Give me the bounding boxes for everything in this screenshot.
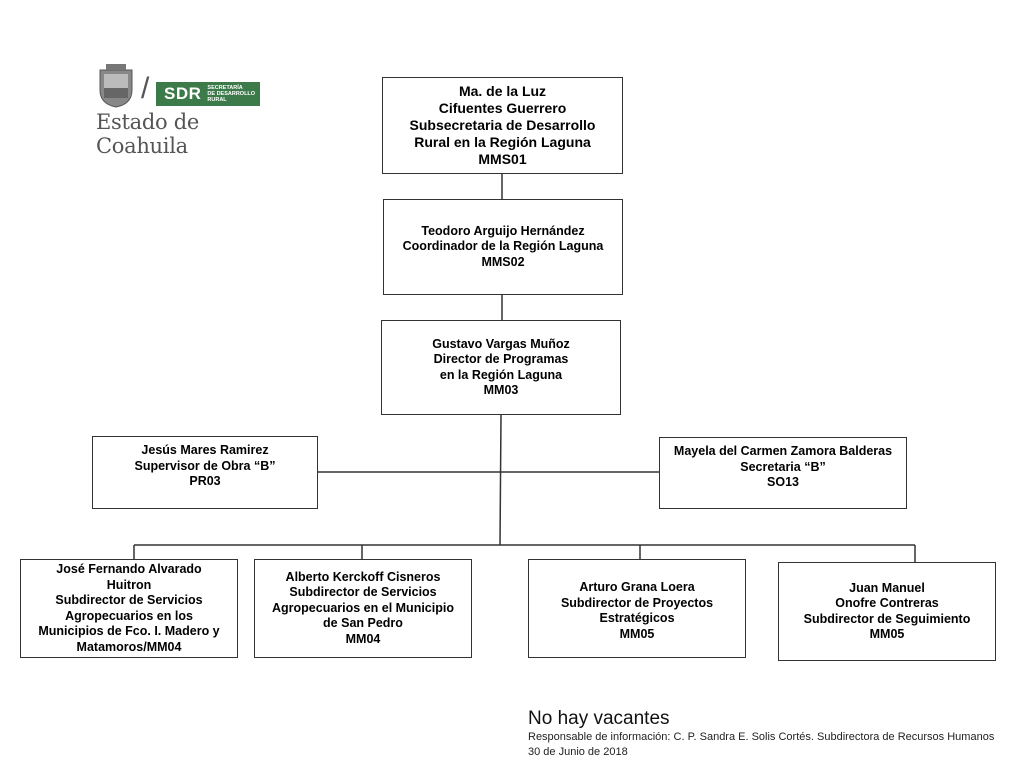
box-line: Rural en la Región Laguna (414, 134, 591, 150)
vacancies-note: No hay vacantes (528, 708, 670, 729)
box-line: Jesús Mares Ramirez (141, 443, 269, 457)
box-line: Municipios de Fco. I. Madero y (38, 624, 220, 638)
sdr-logo-subtitle: SECRETARÍA DE DESARROLLO RURAL (201, 85, 255, 103)
org-box-subsecretaria: Ma. de la Luz Cifuentes Guerrero Subsecr… (382, 77, 623, 174)
coat-of-arms-icon (99, 64, 133, 108)
state-name: Estado de Coahuila (96, 110, 199, 158)
sdr-subtitle-line: DE DESARROLLO (207, 91, 256, 97)
box-line: Alberto Kerckoff Cisneros (285, 569, 441, 584)
box-line: Supervisor de Obra “B” (134, 458, 276, 473)
org-box-secretaria: Mayela del Carmen Zamora Balderas Secret… (659, 437, 907, 509)
box-line: Coordinador de la Región Laguna (402, 239, 604, 254)
logo: / SDR SECRETARÍA DE DESARROLLO RURAL Est… (96, 64, 266, 158)
box-line: Subdirector de Seguimiento (803, 611, 971, 626)
org-box-coordinador: Teodoro Arguijo Hernández Coordinador de… (383, 199, 623, 295)
org-box-subdirector-madero: José Fernando Alvarado Huitron Subdirect… (20, 559, 238, 658)
sdr-logo: SDR SECRETARÍA DE DESARROLLO RURAL (156, 82, 260, 106)
box-line: MM05 (619, 626, 655, 641)
box-line: Subdirector de Servicios (289, 585, 437, 600)
box-line: Subdirector de Proyectos (560, 595, 714, 610)
box-line: de San Pedro (323, 616, 403, 631)
sdr-subtitle-line: RURAL (207, 97, 227, 103)
box-line: Juan Manuel (849, 580, 925, 595)
box-line: Director de Programas (433, 352, 569, 366)
org-box-supervisor: Jesús Mares Ramirez Supervisor de Obra “… (92, 436, 318, 509)
org-box-subdirector-seguimiento: Juan Manuel Onofre Contreras Subdirector… (778, 562, 996, 661)
footer: No hay vacantes Responsable de informaci… (528, 708, 994, 760)
sdr-logo-text: SDR (164, 84, 202, 103)
box-line: José Fernando Alvarado (56, 562, 202, 576)
box-line: Mayela del Carmen Zamora Balderas (673, 444, 893, 458)
box-line: MMS02 (481, 254, 525, 269)
box-line: Subdirector de Servicios (55, 593, 203, 607)
box-line: SO13 (767, 475, 799, 489)
box-line: Secretaria “B” (740, 459, 826, 474)
box-line: Cifuentes Guerrero (438, 100, 567, 116)
box-line: Teodoro Arguijo Hernández (421, 223, 585, 238)
org-box-subdirector-san-pedro: Alberto Kerckoff Cisneros Subdirector de… (254, 559, 472, 658)
box-line: Gustavo Vargas Muñoz (432, 336, 570, 351)
box-line: Subsecretaria de Desarrollo (409, 117, 596, 133)
box-line: Matamoros/MM04 (76, 639, 182, 654)
sdr-subtitle-line: SECRETARÍA (207, 85, 243, 91)
box-line: Agropecuarios en los (65, 608, 193, 623)
org-box-director: Gustavo Vargas Muñoz Director de Program… (381, 320, 621, 415)
box-line: PR03 (189, 474, 221, 488)
logo-slash: / (141, 72, 150, 105)
box-line: MM04 (345, 631, 381, 646)
box-line: en la Región Laguna (439, 367, 563, 382)
box-line: Estratégicos (599, 611, 675, 625)
box-line: Ma. de la Luz (458, 83, 547, 99)
date-note: 30 de Junio de 2018 (528, 746, 628, 758)
org-box-subdirector-proyectos: Arturo Grana Loera Subdirector de Proyec… (528, 559, 746, 658)
box-line: Huitron (106, 577, 152, 592)
box-line: MMS01 (478, 151, 527, 167)
box-line: Arturo Grana Loera (579, 580, 695, 594)
box-line: Agropecuarios en el Municipio (272, 600, 454, 615)
responsible-note: Responsable de información: C. P. Sandra… (528, 731, 995, 743)
box-line: MM03 (483, 383, 519, 397)
box-line: Onofre Contreras (835, 596, 939, 610)
connector-line (499, 414, 502, 546)
box-line: MM05 (869, 627, 905, 641)
